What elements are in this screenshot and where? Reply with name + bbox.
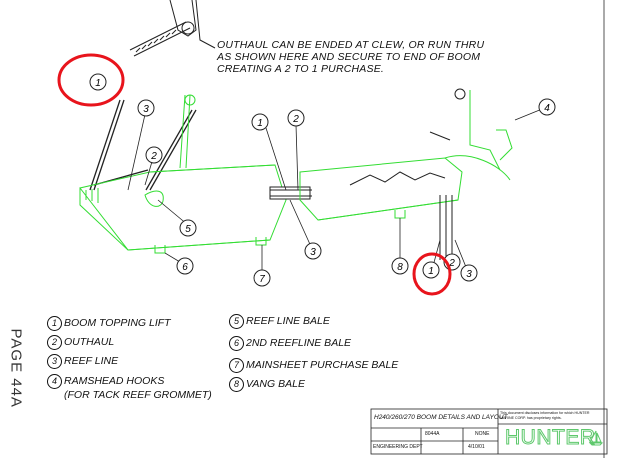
legend-text: REEF LINE BALE [246, 315, 330, 327]
legend-number: 1 [47, 316, 62, 331]
callout-2a: 2 [150, 151, 157, 162]
boom-section-right [299, 90, 513, 221]
callout-6: 6 [182, 262, 188, 273]
drawing-title: H240/260/270 BOOM DETAILS AND LAYOUT [374, 414, 508, 421]
highlight-callout-1-right [412, 252, 452, 296]
legend-text: MAINSHEET PURCHASE BALE [246, 359, 399, 371]
legend-text-line-1: RAMSHEAD HOOKS [64, 375, 165, 387]
legend-number: 4 [47, 374, 62, 389]
legend-item-8: 8 VANG BALE [229, 377, 305, 392]
legend-text-line-2: (FOR TACK REEF GROMMET) [64, 389, 212, 401]
callout-7: 7 [259, 274, 265, 285]
drawing-scale: NONE [475, 431, 490, 437]
legend-number: 3 [47, 354, 62, 369]
callout-3a: 3 [143, 104, 149, 115]
callout-3b: 3 [310, 247, 316, 258]
boom-extrusion-center [269, 186, 312, 200]
legend-item-3: 3 REEF LINE [47, 354, 118, 369]
callout-4: 4 [544, 103, 550, 114]
callout-2c: 2 [448, 258, 455, 269]
callout-1a: 1 [95, 78, 101, 89]
disclaimer: This document discloses information for … [500, 411, 590, 420]
boom-section-left [79, 94, 287, 254]
clew-detail [129, 0, 216, 57]
red-highlight-marks [57, 53, 452, 296]
legend-text: VANG BALE [246, 378, 305, 390]
note-line-3: CREATING A 2 TO 1 PURCHASE. [217, 63, 385, 75]
callout-3c: 3 [466, 269, 472, 280]
highlight-callout-1-left [57, 53, 125, 107]
legend-text: RAMSHEAD HOOKS (FOR TACK REEF GROMMET) [64, 374, 212, 402]
legend-text: 2ND REEFLINE BALE [246, 337, 352, 349]
legend-number: 5 [229, 314, 244, 329]
legend-item-4: 4 RAMSHEAD HOOKS (FOR TACK REEF GROMMET) [47, 374, 212, 402]
callout-8: 8 [397, 262, 403, 273]
legend-number: 2 [47, 335, 62, 350]
department: ENGINEERING DEPT [373, 444, 423, 450]
legend-text: OUTHAUL [64, 336, 115, 348]
legend-item-7: 7 MAINSHEET PURCHASE BALE [229, 358, 398, 373]
legend-number: 7 [229, 358, 244, 373]
callout-1c: 1 [428, 266, 434, 277]
callout-2b: 2 [292, 114, 299, 125]
legend-item-5: 5 REEF LINE BALE [229, 314, 330, 329]
callout-1b: 1 [257, 118, 263, 129]
note-line-2: AS SHOWN HERE AND SECURE TO END OF BOOM [217, 51, 481, 63]
hunter-logo: HUNTER [505, 426, 596, 450]
page-label: PAGE 44A [7, 328, 25, 408]
sailboat-icon [588, 430, 604, 446]
legend-number: 6 [229, 336, 244, 351]
legend-item-1: 1 BOOM TOPPING LIFT [47, 316, 171, 331]
outhaul-note: OUTHAUL CAN BE ENDED AT CLEW, OR RUN THR… [217, 39, 484, 75]
callout-5: 5 [185, 224, 191, 235]
drawing-number: 8044A [425, 431, 440, 437]
callouts: 1 3 2 5 1 2 3 6 7 4 8 1 2 3 [89, 73, 556, 287]
title-block-frame [370, 408, 608, 455]
leader-lines [127, 106, 548, 274]
reef-line-bundle [349, 88, 466, 262]
drawing-date: 4/10/01 [468, 444, 485, 450]
legend-text: REEF LINE [64, 355, 119, 367]
legend-number: 8 [229, 377, 244, 392]
legend-item-6: 6 2ND REEFLINE BALE [229, 336, 351, 351]
legend-text: BOOM TOPPING LIFT [64, 317, 171, 329]
note-line-1: OUTHAUL CAN BE ENDED AT CLEW, OR RUN THR… [217, 39, 485, 51]
legend-item-2: 2 OUTHAUL [47, 335, 114, 350]
